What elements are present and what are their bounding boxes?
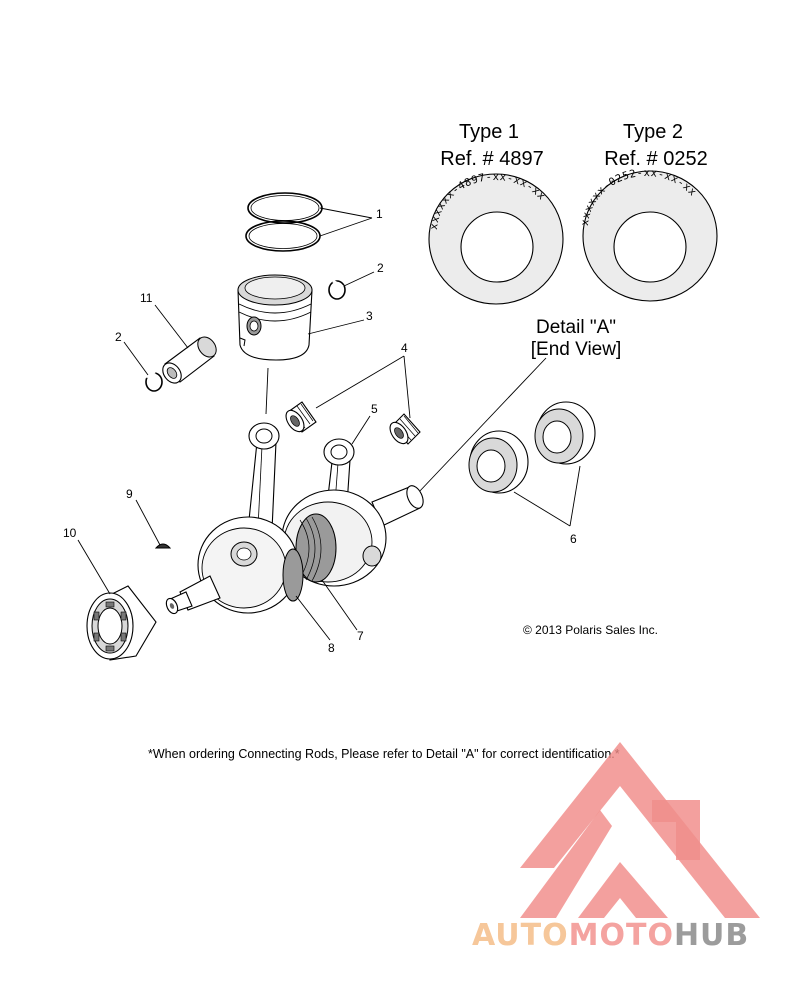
detail-a-title: Detail "A" [536, 317, 616, 338]
callout-8: 8 [328, 641, 335, 655]
type2-rod-end-view: xxxxxx-0252-xx-xx-xx [579, 167, 718, 302]
piston-rings [245, 192, 323, 252]
callout-2a: 2 [377, 261, 384, 275]
connecting-rod-right [323, 438, 355, 506]
roller-bearing [86, 585, 157, 661]
leader-4a [315, 355, 405, 409]
type1-title: Type 1 [459, 121, 519, 143]
crankshaft [165, 485, 424, 615]
assembly-guide-line [265, 367, 269, 415]
type2-ref: Ref. # 0252 [604, 148, 707, 170]
wordmark-auto: AUTO [472, 918, 569, 953]
footnote-text: *When ordering Connecting Rods, Please r… [148, 747, 620, 761]
leader-3 [307, 319, 365, 335]
callout-4: 4 [401, 341, 408, 355]
needle-bearing-right [389, 413, 421, 445]
leader-4b [403, 355, 411, 419]
type1-ref: Ref. # 4897 [440, 148, 543, 170]
callout-1: 1 [376, 207, 383, 221]
leader-5 [351, 415, 371, 445]
leader-1b [319, 217, 373, 237]
main-bearing-upper [534, 401, 596, 465]
callout-3: 3 [366, 309, 373, 323]
callout-2b: 2 [115, 330, 122, 344]
wordmark-moto: MOTO [569, 918, 674, 953]
type2-title: Type 2 [623, 121, 683, 143]
leader-9 [135, 499, 161, 546]
piston [237, 274, 313, 361]
leader-6b [513, 491, 571, 527]
leader-8 [295, 595, 331, 641]
callout-9: 9 [126, 487, 133, 501]
copyright-text: © 2013 Polaris Sales Inc. [523, 623, 658, 637]
callout-10: 10 [63, 526, 77, 540]
type1-rod-end-view: xxxxxx-4897-xx-xx-xx [428, 171, 564, 305]
automotohub-logo [520, 742, 760, 918]
detail-a-leader [417, 357, 547, 494]
callout-7: 7 [357, 629, 364, 643]
leader-2b [123, 341, 149, 376]
connecting-rod-left [247, 422, 280, 531]
piston-pin [162, 336, 217, 384]
leader-11 [154, 304, 189, 349]
circlip-right [328, 279, 346, 300]
circlip-left [145, 370, 163, 392]
automotohub-wordmark: AUTOMOTOHUB [472, 918, 749, 953]
detail-a-subtitle: [End View] [531, 339, 621, 360]
wordmark-hub: HUB [674, 918, 749, 953]
leader-10 [77, 539, 111, 595]
main-bearing-lower [468, 430, 529, 494]
leader-2a [343, 271, 375, 287]
woodruff-key [154, 543, 172, 549]
leader-6a [569, 465, 581, 527]
callout-6: 6 [570, 532, 577, 546]
leader-1a [319, 207, 373, 219]
needle-bearing-left [285, 401, 317, 433]
leader-7 [321, 579, 358, 631]
callout-5: 5 [371, 402, 378, 416]
callout-11: 11 [140, 291, 153, 305]
